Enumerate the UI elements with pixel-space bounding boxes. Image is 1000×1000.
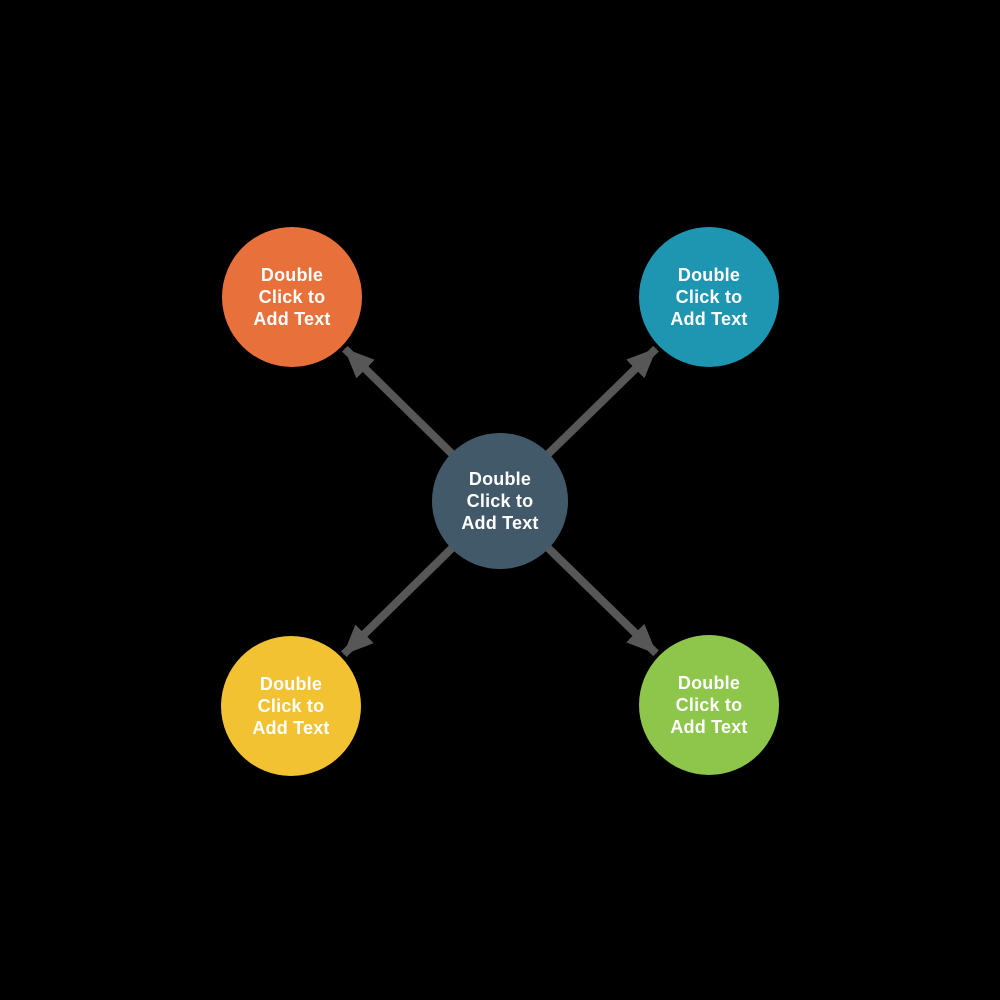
satellite-node-bottom-left[interactable]: Double Click to Add Text [221, 636, 361, 776]
center-node[interactable]: Double Click to Add Text [432, 433, 568, 569]
satellite-node-top-right-label: Double Click to Add Text [670, 265, 748, 329]
satellite-node-bottom-right[interactable]: Double Click to Add Text [639, 635, 779, 775]
satellite-node-top-left[interactable]: Double Click to Add Text [222, 227, 362, 367]
satellite-node-top-right[interactable]: Double Click to Add Text [639, 227, 779, 367]
center-node-label: Double Click to Add Text [461, 469, 539, 533]
satellite-node-bottom-right-label: Double Click to Add Text [670, 673, 748, 737]
satellite-node-bottom-left-label: Double Click to Add Text [252, 674, 330, 738]
satellite-node-top-left-label: Double Click to Add Text [253, 265, 331, 329]
